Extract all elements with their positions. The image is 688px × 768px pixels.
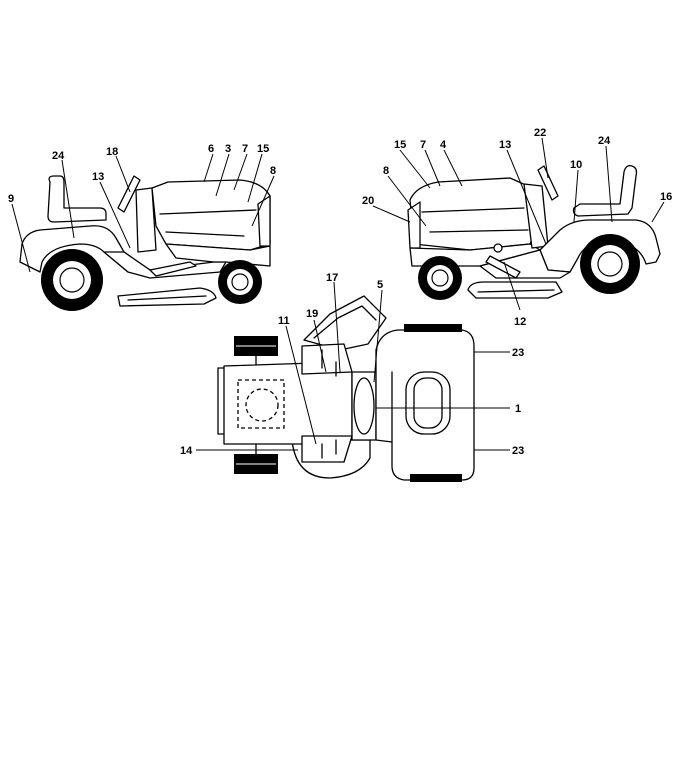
callout-22: 22 [534,127,546,139]
callout-10: 10 [570,159,582,171]
callout-23-bottom: 23 [512,445,524,457]
callout-12: 12 [514,316,526,328]
callout-16: 16 [660,191,672,203]
callout-13-right: 13 [499,139,511,151]
callout-11: 11 [278,315,290,327]
callout-9: 9 [8,193,14,205]
callout-20: 20 [362,195,374,207]
right-view-leaders [372,137,665,311]
left-view-leaders [11,153,275,273]
right-side-tractor-view [407,164,661,300]
callout-1: 1 [515,403,521,415]
callout-7-left: 7 [242,143,248,155]
callout-24-right: 24 [598,135,611,147]
callout-13-left: 13 [92,171,104,183]
callout-6: 6 [208,143,214,155]
callout-24-left: 24 [52,150,65,162]
callout-17: 17 [326,272,338,284]
callout-18: 18 [106,146,118,158]
callout-15-right: 15 [394,139,406,151]
top-tractor-view [196,281,510,482]
callout-8-right: 8 [383,165,389,177]
callout-15-left: 15 [257,143,269,155]
callout-8-left: 8 [270,165,276,177]
left-side-tractor-view [19,175,271,311]
callout-labels: 9 24 18 13 6 3 7 15 8 15 7 4 8 20 13 22 … [8,127,672,457]
callout-19: 19 [306,308,318,320]
callout-5: 5 [377,279,383,291]
callout-23-top: 23 [512,347,524,359]
callout-3: 3 [225,143,231,155]
callout-7-right: 7 [420,139,426,151]
callout-14: 14 [180,445,193,457]
callout-4: 4 [440,139,447,151]
